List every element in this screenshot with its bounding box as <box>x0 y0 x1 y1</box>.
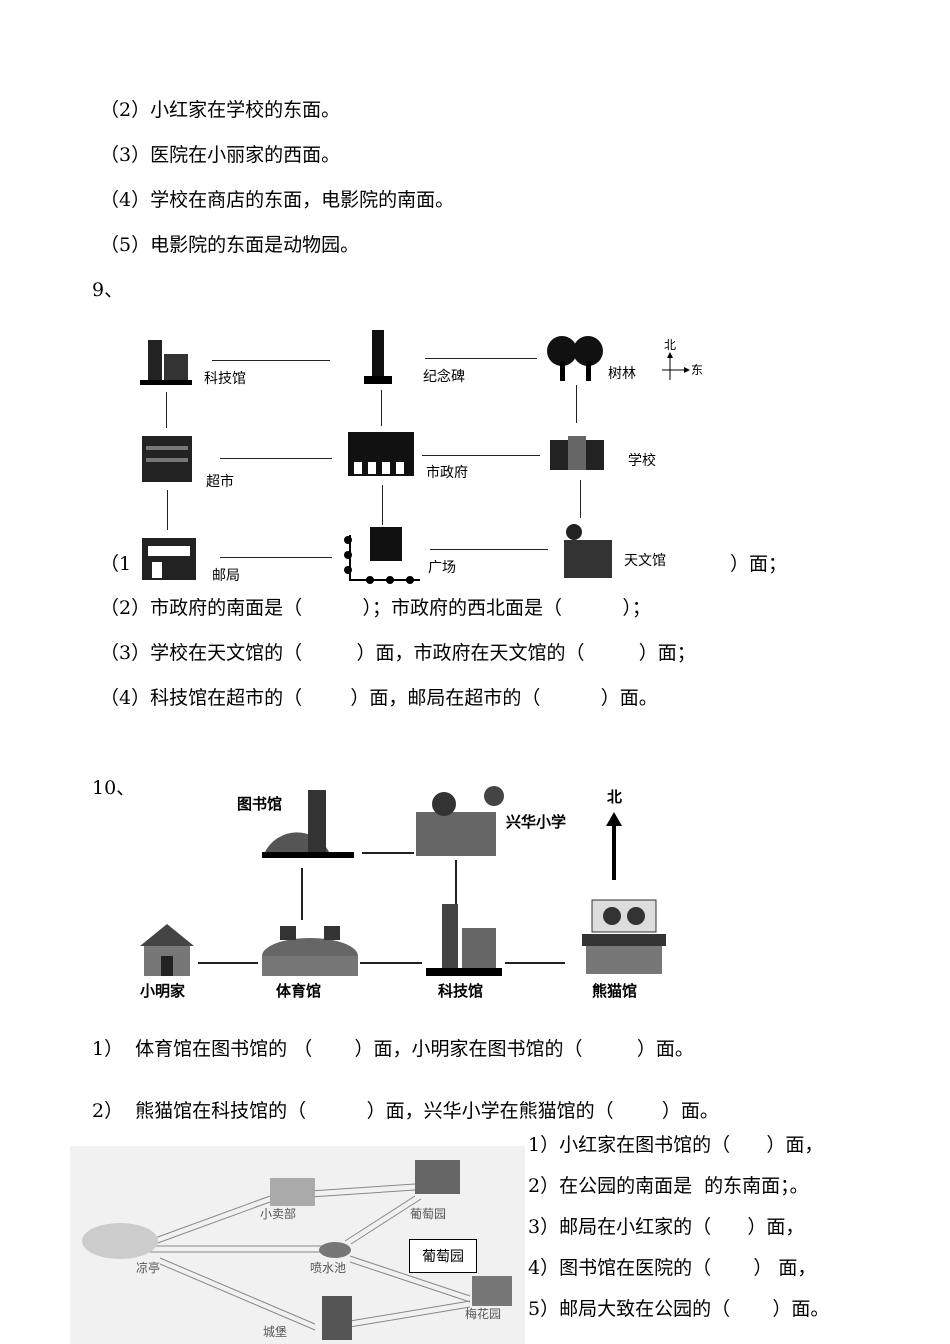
north-arrow-icon <box>606 812 622 880</box>
map-label: 凉亭 <box>136 1261 161 1275</box>
intro-item: （3）医院在小丽家的西面。 <box>100 144 341 166</box>
map-label: 梅花园 <box>465 1307 502 1321</box>
map-label: 小明家 <box>140 982 186 1000</box>
map-label: 超市 <box>206 474 234 490</box>
vineyard-icon <box>415 1160 460 1194</box>
compass-arrows-icon <box>662 352 690 380</box>
compass-north-label: 北 <box>664 338 677 352</box>
monument-icon <box>364 330 392 384</box>
north-label: 北 <box>607 788 623 806</box>
map-label: 广场 <box>428 560 456 576</box>
map-label: 城堡 <box>263 1325 288 1339</box>
city-hall-icon <box>348 432 414 476</box>
map-label: 熊猫馆 <box>592 982 638 1000</box>
question-10-2: 2） 熊猫馆在科技馆的（ ）面，兴华小学在熊猫馆的（ ）面。 <box>92 1100 719 1122</box>
map-label: 喷水池 <box>310 1261 347 1275</box>
overlay-question-5: 5）邮局大致在公园的（ ）面。 <box>528 1298 830 1320</box>
pavilion-icon <box>82 1223 158 1259</box>
observatory-icon <box>564 524 612 578</box>
question-9-3: （3）学校在天文馆的（ ）面，市政府在天文馆的（ ）面； <box>100 642 696 664</box>
question-9-number: 9、 <box>92 279 124 301</box>
vineyard-label-box: 葡萄园 <box>409 1239 477 1273</box>
intro-item: （5）电影院的东面是动物园。 <box>100 234 360 256</box>
xinhua-school-icon <box>416 786 504 856</box>
intro-item: （2）小红家在学校的东面。 <box>100 99 341 121</box>
map-label: 兴华小学 <box>506 813 567 831</box>
science-museum-icon <box>140 340 192 385</box>
question-9-4: （4）科技馆在超市的（ ）面，邮局在超市的（ ）面。 <box>100 687 658 709</box>
library-icon <box>262 790 354 858</box>
park-paths <box>82 1160 512 1340</box>
overlay-question-1: 1）小红家在图书馆的（ ）面， <box>528 1134 824 1156</box>
map-label: 天文馆 <box>624 553 666 569</box>
stadium-icon <box>262 926 358 976</box>
school-icon <box>550 436 604 470</box>
map-label: 纪念碑 <box>423 369 465 385</box>
map-label: 小卖部 <box>260 1207 297 1221</box>
question-9-1-start: （1 <box>100 553 132 575</box>
castle-icon <box>322 1296 352 1340</box>
fountain-icon <box>319 1242 351 1258</box>
map-label: 学校 <box>628 453 656 469</box>
map-label: 图书馆 <box>237 795 283 813</box>
map-label: 葡萄园 <box>410 1207 447 1221</box>
panda-house-icon <box>582 899 666 974</box>
science-museum-icon-2 <box>426 904 502 976</box>
overlay-question-3: 3）邮局在小红家的（ ）面， <box>528 1216 805 1238</box>
question-10-number: 10、 <box>92 777 136 799</box>
question-9-2: （2）市政府的南面是（ ）；市政府的西北面是（ ）； <box>100 597 651 619</box>
xiaoming-home-icon <box>140 924 194 976</box>
map-label: 科技馆 <box>438 982 484 1000</box>
intro-item: （4）学校在商店的东面，电影院的南面。 <box>100 189 455 211</box>
overlay-question-4: 4）图书馆在医院的（ ） 面， <box>528 1257 817 1279</box>
overlay-question-2: 2）在公园的南面是 的东南面；。 <box>528 1175 809 1197</box>
plum-garden-icon <box>472 1276 512 1306</box>
map-label: 邮局 <box>212 568 240 584</box>
map-label: 体育馆 <box>276 982 322 1000</box>
supermarket-icon <box>142 436 192 482</box>
question-10-1: 1） 体育馆在图书馆的 （ ）面，小明家在图书馆的（ ）面。 <box>92 1038 694 1060</box>
forest-icon <box>547 336 603 381</box>
compass-east-label: 东 <box>691 363 704 377</box>
map-label: 树林 <box>608 366 636 382</box>
question-9-1-end: ）面； <box>730 553 788 575</box>
map-label: 科技馆 <box>204 371 246 387</box>
post-office-icon <box>142 538 196 580</box>
shop-icon <box>270 1178 315 1206</box>
map-label: 市政府 <box>426 465 468 481</box>
square-icon <box>344 527 420 584</box>
park-map: 小卖部 葡萄园 凉亭 喷水池 城堡 梅花园 葡萄园 <box>70 1146 525 1344</box>
